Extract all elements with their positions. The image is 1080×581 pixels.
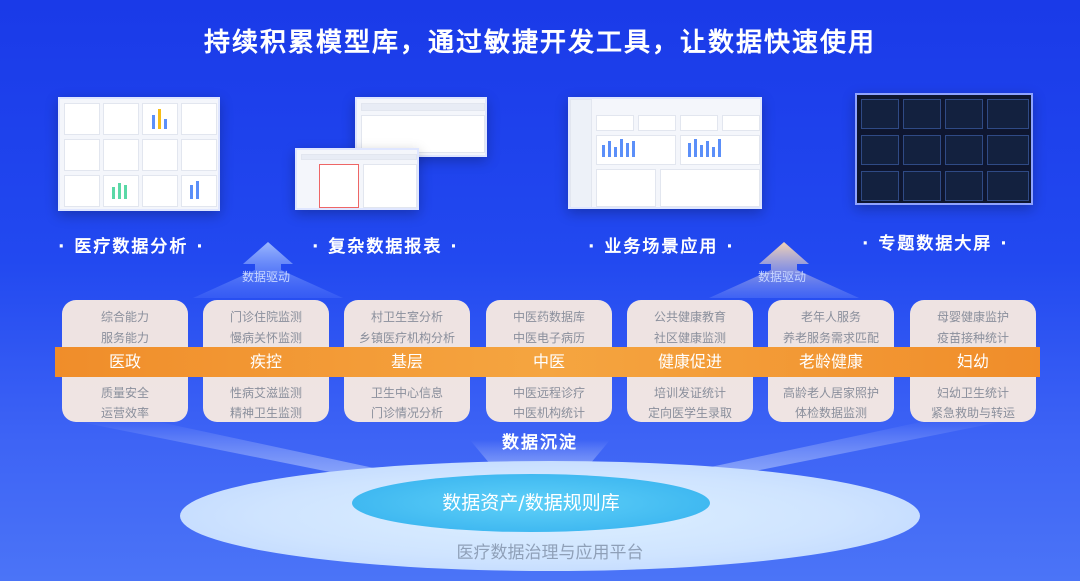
category-title: 疾控 [249,352,282,371]
category-title: 基层 [390,352,423,371]
data-drive-arrow-right [709,242,859,298]
category-title: 老龄健康 [798,352,863,371]
card-item: 乡镇医疗机构分析 [358,331,455,345]
data-drive-label-left: 数据驱动 [242,270,291,284]
card-item: 养老服务需求匹配 [782,331,879,345]
report-designer-screenshot-front [295,148,419,210]
category-title: 中医 [532,352,565,371]
card-item: 性病艾滋监测 [229,386,302,400]
report-designer-screenshot-back [355,97,487,157]
card-item: 公共健康教育 [653,310,726,324]
card-item: 门诊情况分析 [370,406,443,420]
data-drive-label-right: 数据驱动 [758,270,807,284]
headline: 持续积累模型库，通过敏捷开发工具，让数据快速使用 [203,28,876,58]
section-label-big-screen: · 专题数据大屏 · [862,234,1009,254]
card-item: 定向医学生录取 [647,406,732,420]
card-item: 中医机构统计 [512,406,585,420]
card-item: 中医电子病历 [512,331,585,345]
card-item: 门诊住院监测 [229,310,302,324]
card-item: 精神卫生监测 [229,406,302,420]
category-title: 妇幼 [956,352,989,371]
data-sediment-label: 数据沉淀 [502,433,578,453]
card-item: 母婴健康监护 [936,310,1009,324]
section-label-medical-analysis: · 医疗数据分析 · [58,237,205,257]
data-assets-core [352,474,710,532]
card-item: 妇幼卫生统计 [936,386,1009,400]
data-drive-arrow-left [193,242,343,298]
platform-label: 医疗数据治理与应用平台 [456,543,644,563]
business-scene-screenshot [568,97,762,209]
category-band [55,347,1040,377]
card-item: 体检数据监测 [794,406,867,420]
medical-analysis-screenshot [58,97,220,211]
card-item: 综合能力 [100,310,149,324]
card-item: 运营效率 [100,406,149,420]
section-label-complex-report: · 复杂数据报表 · [312,237,459,257]
card-item: 紧急救助与转运 [930,406,1015,420]
data-assets-label: 数据资产/数据规则库 [442,492,620,514]
card-item: 疫苗接种统计 [936,331,1009,345]
card-item: 培训发证统计 [653,386,726,400]
card-item: 卫生中心信息 [370,386,443,400]
card-item: 村卫生室分析 [370,310,443,324]
card-item: 中医药数据库 [512,310,585,324]
category-title: 健康促进 [657,352,722,371]
card-item: 质量安全 [100,386,149,400]
card-item: 老年人服务 [800,310,861,324]
category-title: 医政 [108,352,141,371]
section-label-business-scene: · 业务场景应用 · [588,237,735,257]
card-item: 高龄老人居家照护 [782,386,879,400]
card-item: 中医远程诊疗 [512,386,585,400]
big-screen-screenshot [855,93,1033,205]
card-item: 服务能力 [100,331,149,345]
card-item: 社区健康监测 [653,331,726,345]
card-item: 慢病关怀监测 [229,331,302,345]
